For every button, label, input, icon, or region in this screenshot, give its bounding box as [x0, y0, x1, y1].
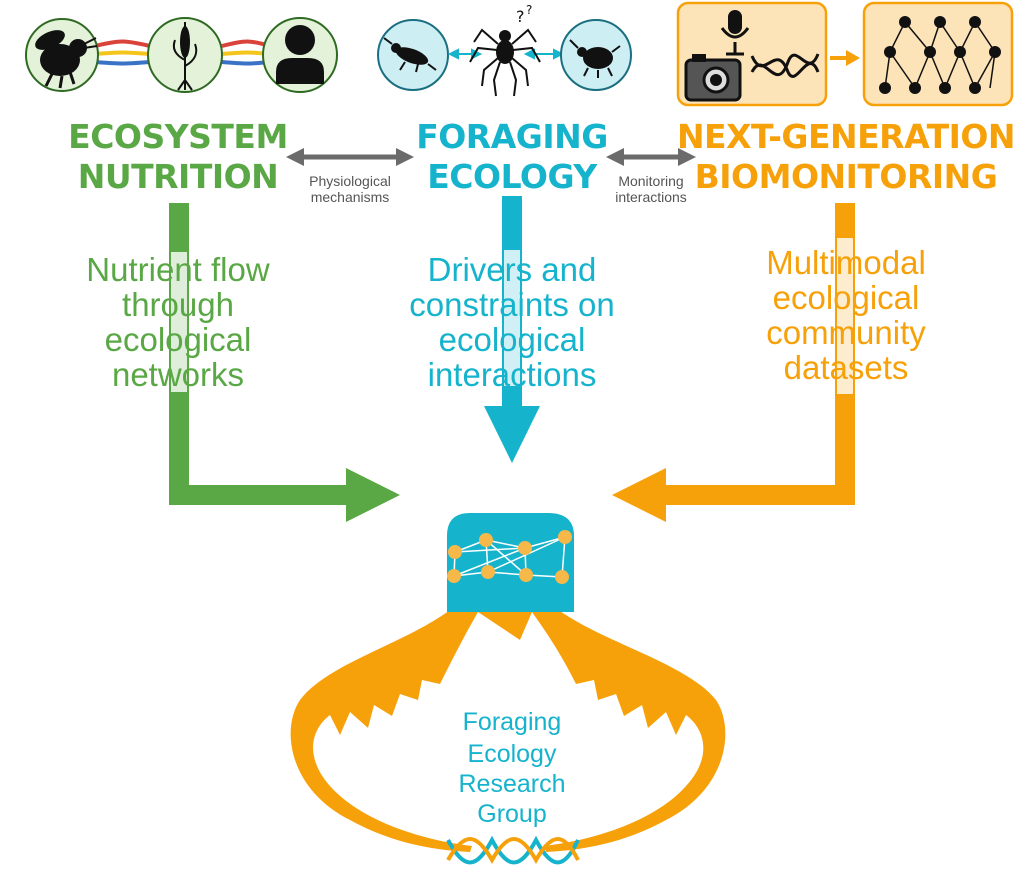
ecosystem-description: Nutrient flow through ecological network… [86, 251, 270, 393]
network-icon [447, 513, 574, 612]
biomonitoring-title-line2: BIOMONITORING [695, 157, 998, 196]
ecosystem-icons [25, 17, 338, 93]
pipeline-arrow [830, 50, 860, 66]
logo-text-line: Research [459, 770, 566, 798]
green-flow-arrow [169, 203, 400, 522]
ecosystem-desc-line: Nutrient flow [86, 251, 270, 288]
aphid-icon [560, 19, 632, 91]
biomonitoring-title-line1: NEXT-GENERATION [677, 117, 1015, 156]
logo-text-line: Foraging [463, 708, 562, 736]
foraging-desc-line: constraints on [409, 286, 614, 323]
svg-text:?: ? [526, 3, 532, 17]
monitoring-label-line1: Monitoring [618, 173, 683, 189]
biomonitoring-icons [676, 1, 1014, 107]
physiological-label-line2: mechanisms [311, 189, 390, 205]
microphone-icon [720, 10, 750, 56]
biomonitoring-desc-line: community [766, 314, 926, 351]
foraging-desc-line: ecological [439, 321, 586, 358]
ecosystem-desc-line: ecological [105, 321, 252, 358]
neural-network-icon [862, 1, 1014, 107]
ecosystem-desc-line: through [122, 286, 234, 323]
wheat-icon [147, 17, 223, 93]
nutrient-links [94, 39, 271, 66]
bee-icon [25, 18, 99, 92]
spider-icon: ? ? [469, 3, 541, 97]
ecosystem-desc-line: networks [112, 356, 244, 393]
foraging-desc-line: Drivers and [428, 251, 597, 288]
dna-icon [750, 53, 820, 78]
biomonitoring-description: Multimodal ecological community datasets [766, 244, 926, 386]
biomonitoring-desc-line: Multimodal [766, 244, 926, 281]
logo: Foraging Ecology Research Group [290, 513, 726, 865]
orange-flow-arrow [612, 203, 855, 522]
blue-flow-arrow [484, 196, 540, 463]
monitoring-label-line2: interactions [615, 189, 687, 205]
biomonitoring-desc-line: ecological [773, 279, 920, 316]
foraging-description: Drivers and constraints on ecological in… [409, 251, 614, 393]
ecosystem-title-line1: ECOSYSTEM [68, 117, 288, 156]
ecosystem-title-line2: NUTRITION [78, 157, 279, 196]
camera-icon [684, 54, 742, 102]
foraging-title-line2: ECOLOGY [427, 157, 598, 196]
biomonitoring-desc-line: datasets [784, 349, 909, 386]
foraging-desc-line: interactions [428, 356, 597, 393]
physiological-label-line1: Physiological [309, 173, 391, 189]
logo-text-line: Group [477, 800, 546, 828]
foraging-icons: ? ? [377, 3, 632, 97]
foraging-title-line1: FORAGING [416, 117, 608, 156]
svg-text:?: ? [516, 7, 525, 26]
beetle-icon [377, 19, 449, 91]
person-icon [262, 17, 338, 93]
logo-text-line: Ecology [468, 740, 557, 768]
monitoring-link-arrow [606, 148, 696, 166]
dna-helix-icon [446, 835, 580, 865]
physiological-link-arrow [286, 148, 414, 166]
